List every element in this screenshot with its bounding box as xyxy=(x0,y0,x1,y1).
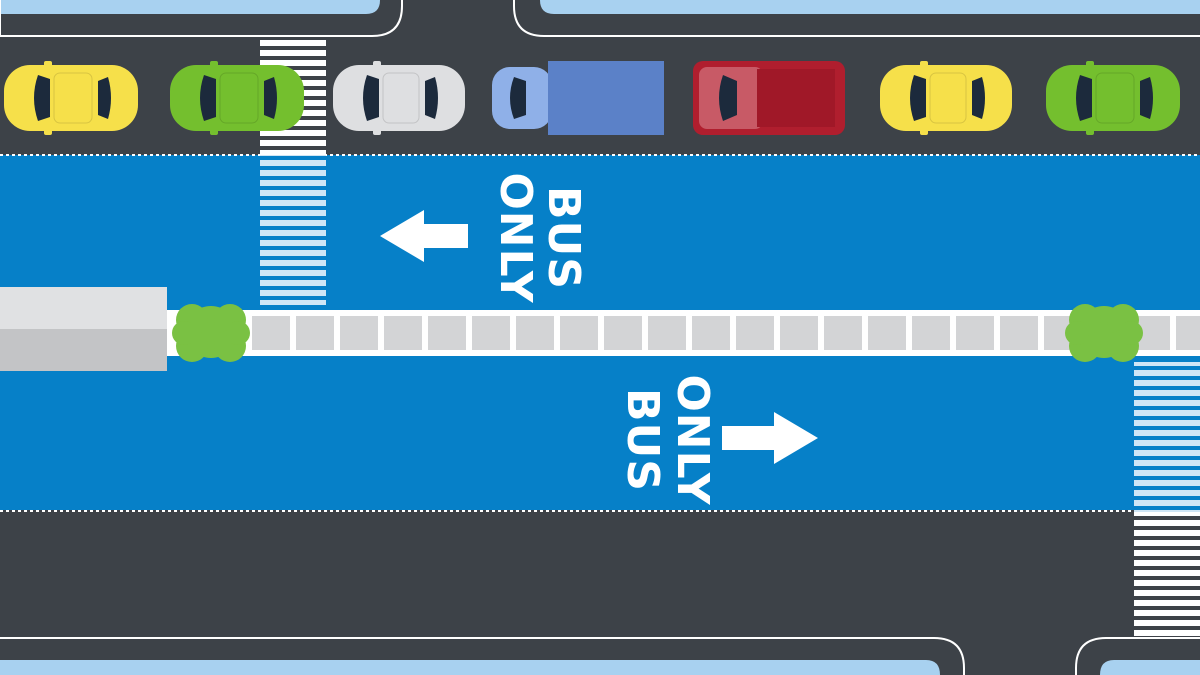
green-car-icon xyxy=(170,61,304,135)
upper-lane-text-only: ONLY xyxy=(490,172,541,303)
lower-lane-text-bus: BUS xyxy=(617,388,668,492)
median-tile xyxy=(472,316,510,350)
top-sidewalks xyxy=(0,0,1200,37)
median-tile xyxy=(604,316,642,350)
blue-truck-icon xyxy=(492,61,664,135)
median-tile xyxy=(340,316,378,350)
red-pickup-icon xyxy=(693,61,845,135)
white-car-icon xyxy=(333,61,465,135)
yellow-car-icon xyxy=(4,61,138,135)
bus-platform xyxy=(0,287,167,371)
upper-lane-text-bus: BUS xyxy=(538,186,589,290)
median-tile xyxy=(912,316,950,350)
bottom-sidewalks xyxy=(0,637,1200,675)
upper-lane-marking: ONLY BUS xyxy=(380,172,589,304)
tree-icon xyxy=(1065,304,1143,362)
median-tile xyxy=(1176,316,1200,350)
median-tile xyxy=(516,316,554,350)
median-tile xyxy=(1000,316,1038,350)
lower-lane-text-only: ONLY xyxy=(667,374,718,505)
green-car-icon xyxy=(1046,61,1180,135)
median-tile xyxy=(384,316,422,350)
median-tile xyxy=(868,316,906,350)
median-tile xyxy=(692,316,730,350)
median-tile xyxy=(736,316,774,350)
median-tile xyxy=(780,316,818,350)
arrow-right-icon xyxy=(722,412,818,464)
median-tile xyxy=(296,316,334,350)
median-tile xyxy=(824,316,862,350)
traffic-queue xyxy=(4,61,1180,135)
tree-icon xyxy=(172,304,250,362)
median-tile xyxy=(560,316,598,350)
lower-bus-lane xyxy=(0,355,1200,510)
median-tile xyxy=(428,316,466,350)
median-tile xyxy=(956,316,994,350)
yellow-car-icon xyxy=(880,61,1012,135)
crosswalk-top xyxy=(260,37,326,305)
upper-bus-lane xyxy=(0,155,1200,310)
crosswalk-bottom xyxy=(1134,362,1200,637)
median-tile xyxy=(252,316,290,350)
lower-lane-marking: ONLY BUS xyxy=(617,374,818,506)
arrow-left-icon xyxy=(380,210,468,262)
median-tile xyxy=(648,316,686,350)
